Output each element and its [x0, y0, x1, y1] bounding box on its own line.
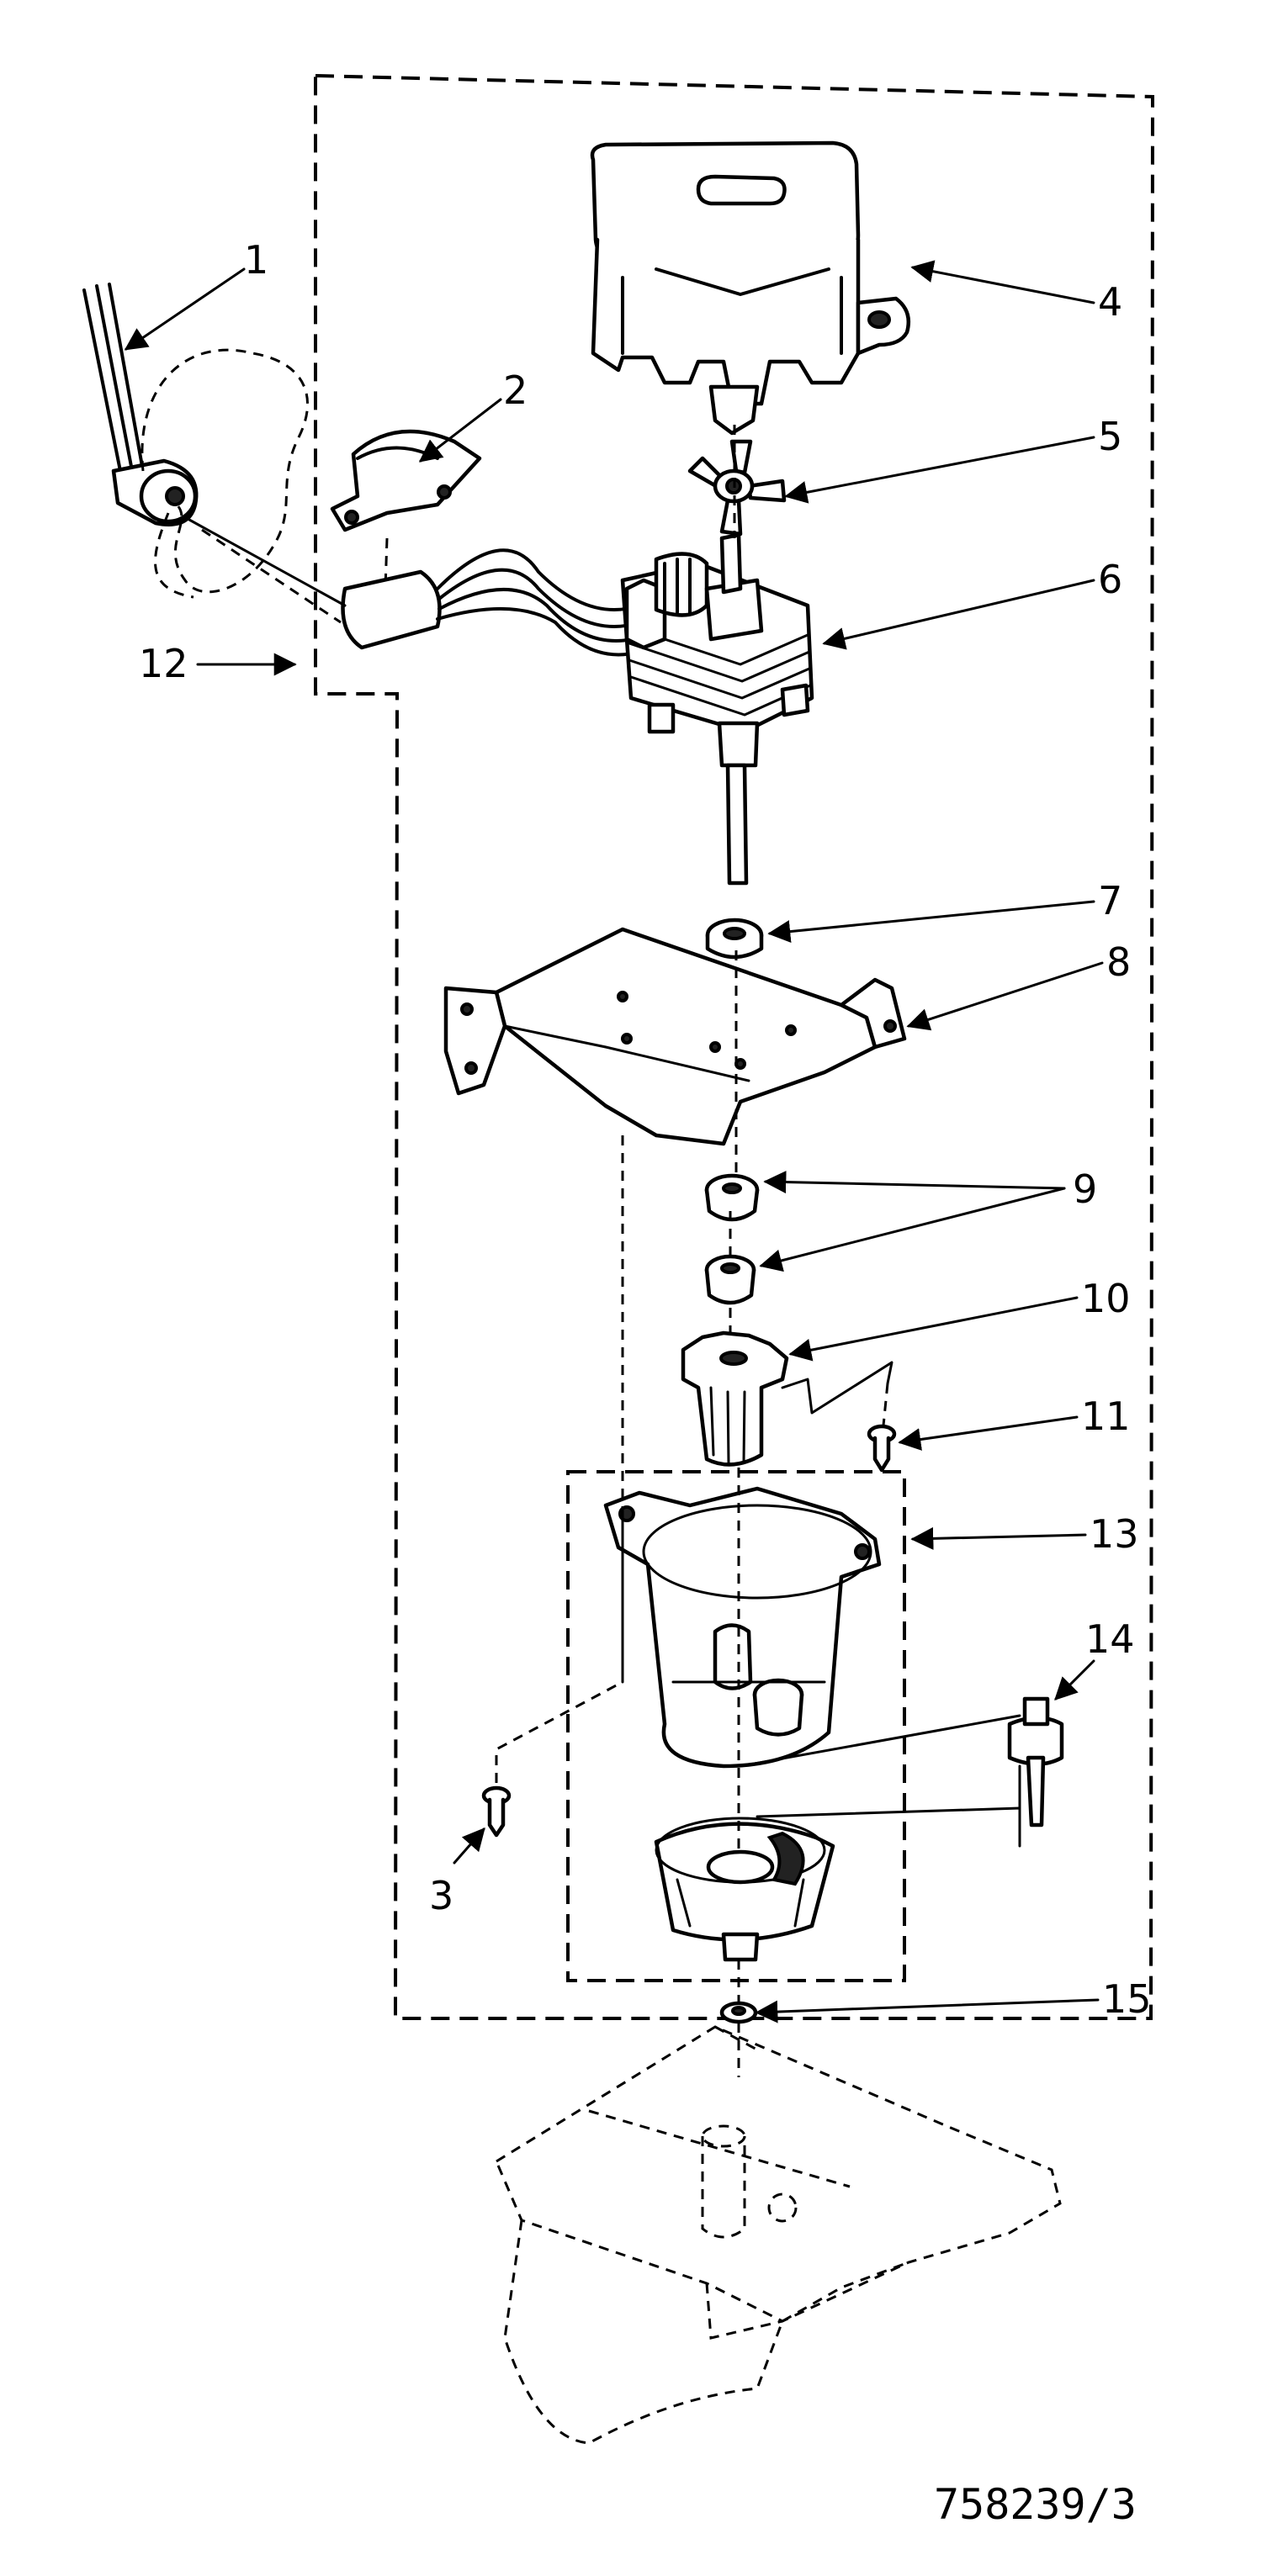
- callout-1: 1: [244, 237, 268, 283]
- housing-assembly-boundary-13: [566, 1470, 906, 1982]
- part-10-drive-coupler: [681, 1330, 893, 1467]
- part-14-switch: [1007, 1696, 1064, 1828]
- assembly-boundary-12: [314, 73, 1155, 2020]
- part-5-fan: [687, 439, 787, 537]
- callout-3: 3: [429, 1873, 453, 1918]
- leader-lines: [124, 260, 1104, 2023]
- part-13-housing: [603, 1486, 882, 1769]
- part-7-washer: [705, 918, 764, 960]
- callout-15: 15: [1102, 1976, 1152, 2022]
- alignment-lines: [621, 425, 1021, 2077]
- drawing-number: 758239/3: [934, 2480, 1137, 2529]
- callout-9: 9: [1073, 1166, 1097, 1212]
- callout-4: 4: [1098, 279, 1122, 325]
- callout-11: 11: [1081, 1394, 1131, 1439]
- callout-10: 10: [1081, 1276, 1131, 1321]
- ice-bin-outline: [495, 2025, 1062, 2445]
- part-6-drive-motor: [620, 532, 814, 886]
- wire-connector: [188, 518, 641, 657]
- part-1-thermistor-harness: [82, 283, 309, 599]
- part-4-motor-cover: [590, 140, 911, 436]
- callout-12: 12: [139, 641, 188, 686]
- callout-5: 5: [1098, 414, 1122, 459]
- part-2-wire-clip: [330, 429, 482, 590]
- callout-8: 8: [1106, 939, 1131, 985]
- part-11-screw: [867, 1383, 897, 1473]
- auger-base: [654, 1817, 835, 1962]
- callout-7: 7: [1098, 878, 1122, 923]
- callout-13: 13: [1090, 1511, 1139, 1557]
- callout-14: 14: [1085, 1616, 1135, 1662]
- callout-6: 6: [1098, 557, 1122, 602]
- part-9-bushings: [704, 1173, 760, 1305]
- part-15-washer: [719, 2001, 758, 2024]
- callout-2: 2: [503, 368, 528, 413]
- part-3-screw: [481, 1680, 623, 1838]
- part-8-mounting-bracket: [443, 927, 907, 1146]
